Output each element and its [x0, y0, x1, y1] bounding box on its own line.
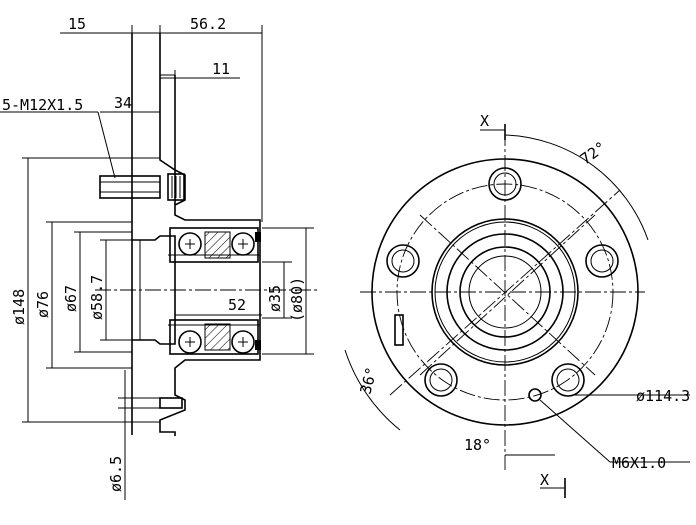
dim-67: ø67: [62, 285, 80, 312]
angle-72-label: 72°: [577, 138, 610, 168]
arc-36: [344, 349, 401, 431]
bottom-pin: [159, 397, 183, 409]
slot: [394, 314, 404, 346]
dim-148: ø148: [10, 289, 28, 325]
hub-circle-1: [431, 218, 579, 366]
side-view: 15 56.2 11 5-M12X1.5 34 ø148 ø76 ø67 ø58…: [0, 15, 318, 500]
bearing-lower: [169, 319, 261, 355]
dim-58-7: ø58.7: [88, 275, 106, 320]
angle-36-label: 36°: [356, 365, 380, 396]
angle-18-label: 18°: [464, 436, 491, 454]
bolt-holes: [386, 167, 619, 397]
section-mark-bottom: X: [540, 471, 549, 489]
dim-76: ø76: [34, 291, 52, 318]
dim-15: 15: [68, 15, 86, 33]
dim-11: 11: [212, 60, 230, 78]
section-mark-top: X: [480, 112, 489, 130]
front-view: [344, 124, 690, 498]
dim-80: (ø80): [288, 277, 306, 322]
arc-72: [504, 134, 649, 241]
flange-outer-circle: [371, 158, 639, 426]
flange-outline: [159, 33, 261, 436]
dim-stud-thread: 5-M12X1.5: [2, 96, 83, 114]
side-dimension-labels: 15 56.2 11 5-M12X1.5 34 ø148 ø76 ø67 ø58…: [2, 15, 306, 492]
m6-hole: [528, 388, 542, 402]
pcd-circle: [396, 183, 614, 401]
dim-34: 34: [114, 94, 132, 112]
wheel-stud: [99, 173, 185, 201]
front-view-labels: X X 72° 36° 18° ø114.3 M6X1.0: [356, 112, 690, 489]
side-dimensions: [0, 25, 314, 500]
dim-6-5: ø6.5: [107, 456, 125, 492]
dim-56-2: 56.2: [190, 15, 226, 33]
dim-52: 52: [228, 296, 246, 314]
bearing-upper: [169, 227, 261, 263]
pcd-label: ø114.3: [636, 387, 690, 405]
dim-35: ø35: [266, 285, 284, 312]
thread-label: M6X1.0: [612, 454, 666, 472]
